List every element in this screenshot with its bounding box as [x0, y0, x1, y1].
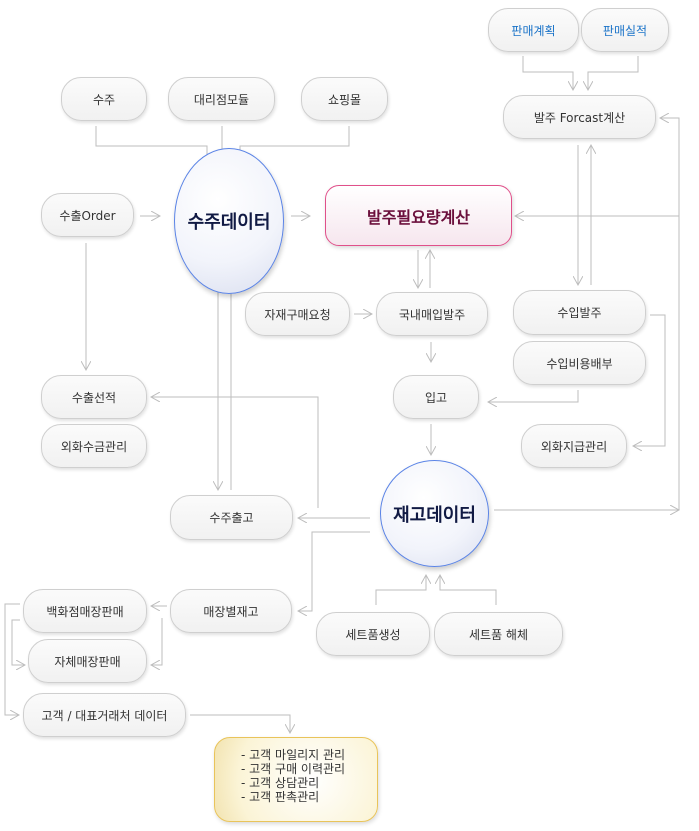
export-shipping-node[interactable]: 수출선적: [41, 375, 147, 419]
feature-item: - 고객 상담관리: [241, 776, 320, 790]
agency-module-node[interactable]: 대리점모듈: [168, 77, 275, 121]
domestic-purchase-node[interactable]: 국내매입발주: [376, 292, 488, 336]
store-inventory-node[interactable]: 매장별재고: [170, 589, 292, 633]
import-cost-node[interactable]: 수입비용배부: [513, 341, 646, 385]
forecast-node[interactable]: 발주 Forcast계산: [503, 95, 656, 139]
order-node[interactable]: 수주: [61, 77, 147, 121]
set-dismantle-node[interactable]: 세트품 해체: [434, 612, 563, 656]
export-order-node[interactable]: 수출Order: [41, 193, 134, 237]
dept-store-sales-node[interactable]: 백화점매장판매: [23, 589, 147, 633]
fx-collection-node[interactable]: 외화수금관리: [41, 424, 147, 468]
feature-item: - 고객 판촉관리: [241, 790, 320, 804]
required-qty-node[interactable]: 발주필요량계산: [325, 185, 512, 246]
own-store-sales-node[interactable]: 자체매장판매: [28, 639, 147, 683]
set-create-node[interactable]: 세트품생성: [316, 612, 430, 656]
sales-plan-node[interactable]: 판매계획: [488, 8, 579, 52]
feature-item: - 고객 마일리지 관리: [241, 748, 346, 762]
inventory-data-hub[interactable]: 재고데이터: [380, 460, 489, 567]
feature-item: - 고객 구매 이력관리: [241, 762, 346, 776]
fx-payment-node[interactable]: 외화지급관리: [521, 424, 627, 468]
shopping-mall-node[interactable]: 쇼핑몰: [301, 77, 388, 121]
sales-result-node[interactable]: 판매실적: [581, 8, 669, 52]
material-request-node[interactable]: 자재구매요청: [245, 292, 350, 336]
receiving-node[interactable]: 입고: [393, 375, 479, 419]
import-order-node[interactable]: 수입발주: [513, 290, 646, 335]
order-shipping-node[interactable]: 수주출고: [170, 495, 293, 540]
customer-features-box: - 고객 마일리지 관리 - 고객 구매 이력관리 - 고객 상담관리 - 고객…: [214, 737, 378, 822]
customer-data-node[interactable]: 고객 / 대표거래처 데이터: [23, 693, 186, 737]
order-data-hub[interactable]: 수주데이터: [174, 148, 284, 294]
